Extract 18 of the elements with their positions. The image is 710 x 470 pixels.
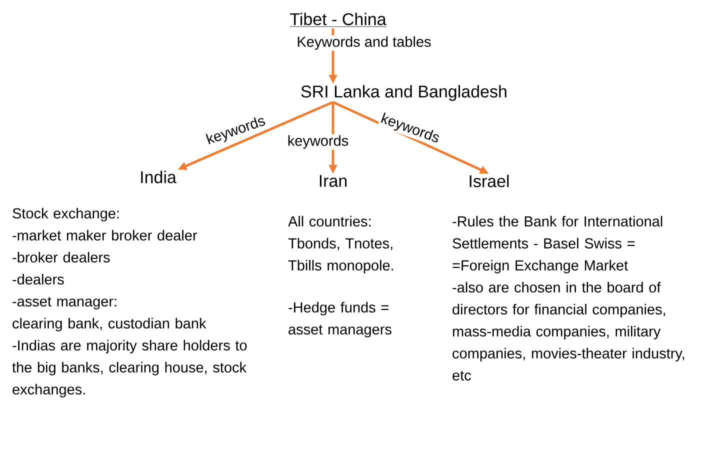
edge-label: Keywords and tables: [296, 35, 432, 51]
country-label: SRI Lanka and Bangladesh: [301, 85, 506, 101]
country-label: Tibet - China: [289, 12, 387, 27]
note-text: -Hedge funds = asset managers: [288, 302, 392, 338]
country-label: Israel: [470, 174, 509, 188]
note-text: -also are chosen in the board of directors for financial companies, mass-media companies, military companies, movies-theater industry, etc: [452, 282, 684, 381]
country-label: Iran: [320, 175, 347, 187]
edge-label: keywords: [286, 134, 350, 150]
note-text: Stock exchange:: [12, 208, 119, 222]
note-text: All countries: Tbonds, Tnotes, Tbills monopole.: [288, 216, 394, 274]
note-text: -asset manager:: [12, 297, 116, 310]
note-text: -market maker broker dealer: [12, 230, 198, 241]
note-text: -Rules the Bank for International Settlements - Basel Swiss = =Foreign Exchange Market: [452, 216, 662, 274]
note-text: clearing bank, custodian bank: [12, 318, 206, 332]
note-text: -broker dealers: [12, 252, 110, 263]
country-label: India: [141, 170, 176, 184]
note-text: -dealers: [12, 274, 64, 285]
note-text: -Indias are majority share holders to the big banks, clearing house, stock exchanges.: [12, 340, 247, 398]
